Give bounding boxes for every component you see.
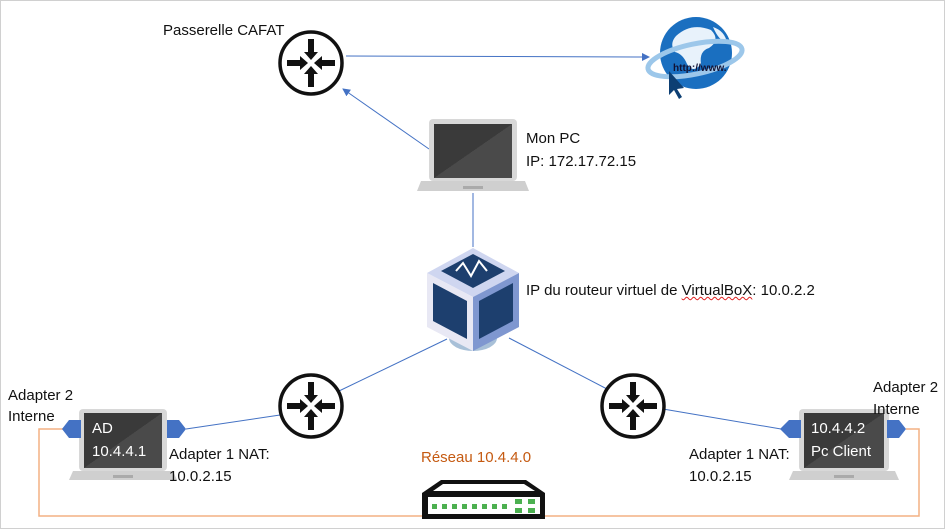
ad-laptop-icon <box>62 409 186 480</box>
gateway-label: Passerelle CAFAT <box>163 22 285 39</box>
ad-screen-name: AD <box>92 420 113 437</box>
client-adapter2-label-line2: Interne <box>873 401 920 418</box>
ad-adapter1-connector <box>167 420 186 438</box>
network-label: Réseau 10.4.4.0 <box>421 449 532 466</box>
router-left-icon <box>278 373 344 439</box>
link-pc-gateway <box>342 88 430 150</box>
internal-network-link <box>543 428 920 517</box>
link-vbox-router-right <box>508 337 608 390</box>
client-screen-ip: 10.4.4.2 <box>811 420 866 437</box>
vbox-label-brand: VirtualBoX <box>681 282 753 299</box>
client-adapter2-label-line1: Adapter 2 <box>873 379 939 396</box>
link-gateway-internet <box>345 52 650 61</box>
ad-adapter2-label-line2: Interne <box>8 408 55 425</box>
globe-www-text: http://www. <box>673 63 727 74</box>
my-pc-name: Mon PC <box>526 130 581 147</box>
network-switch-icon <box>422 480 545 519</box>
my-pc-ip: IP: 172.17.72.15 <box>526 153 637 170</box>
ad-screen-ip: 10.4.4.1 <box>92 443 147 460</box>
ad-adapter2-connector <box>62 420 81 438</box>
ad-adapter2-label-line1: Adapter 2 <box>8 387 74 404</box>
ad-adapter1-label-line1: Adapter 1 NAT: <box>169 446 270 463</box>
internal-network-link <box>38 428 423 517</box>
gateway-router-icon <box>278 30 344 96</box>
router-right-icon <box>600 373 666 439</box>
client-laptop-icon <box>780 409 906 480</box>
client-adapter1-label-line1: Adapter 1 NAT: <box>689 446 790 463</box>
link-router-client <box>662 408 782 430</box>
virtualbox-icon <box>427 248 519 351</box>
client-adapter1-connector <box>780 420 801 438</box>
link-router-ad <box>185 414 281 430</box>
client-adapter1-label-line2: 10.0.2.15 <box>689 468 752 485</box>
link-vbox-router-left <box>338 338 448 392</box>
virtualbox-router-label: IP du routeur virtuel de VirtualBoX: 10.… <box>526 280 815 301</box>
vbox-label-suffix: : 10.0.2.2 <box>752 282 815 299</box>
client-screen-name: Pc Client <box>811 443 872 460</box>
client-adapter2-connector <box>887 420 906 438</box>
vbox-label-prefix: IP du routeur virtuel de <box>526 282 682 299</box>
ad-adapter1-label-line2: 10.0.2.15 <box>169 468 232 485</box>
my-pc-laptop-icon <box>417 119 529 191</box>
globe-www-icon: http://www. <box>645 17 745 99</box>
